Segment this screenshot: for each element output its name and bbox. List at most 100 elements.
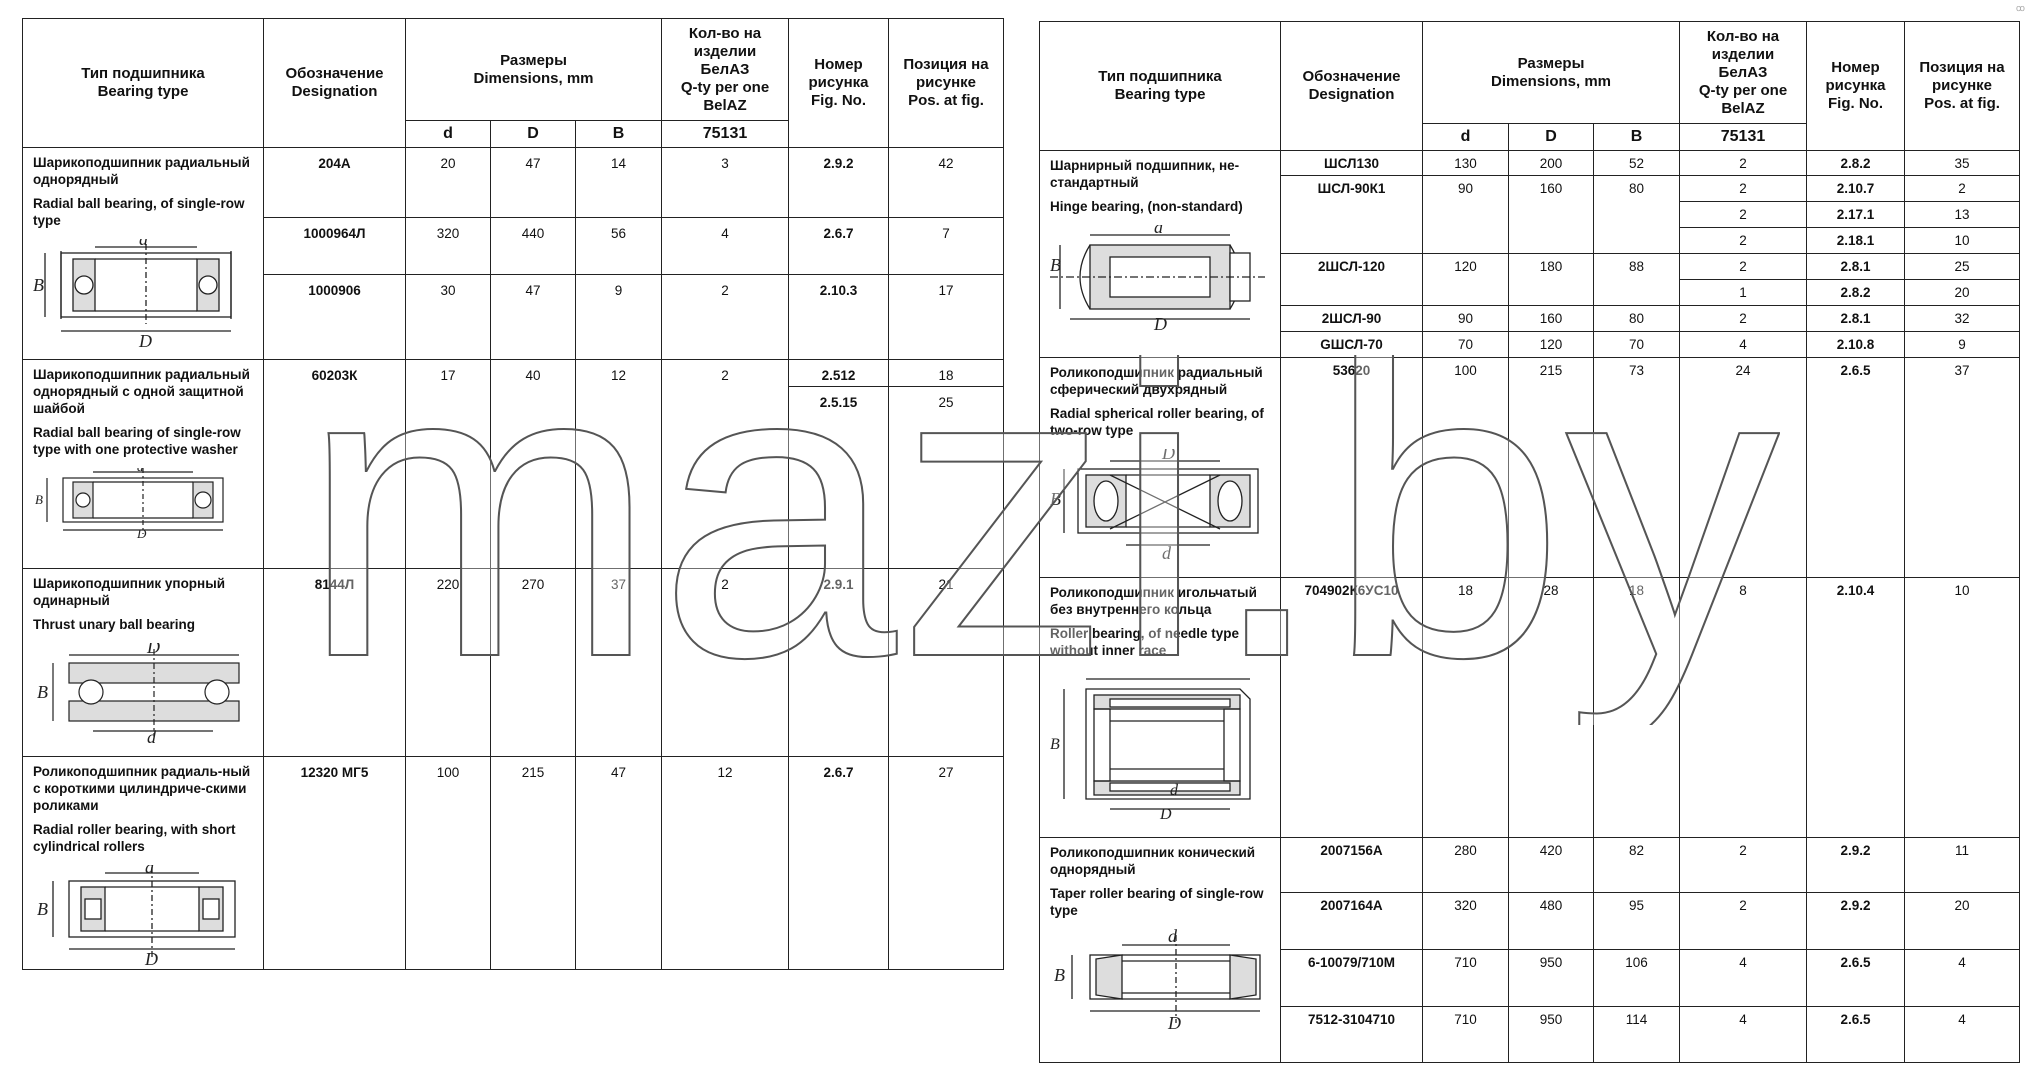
header-B: B [1593, 123, 1680, 151]
value-pos: 11 [1904, 837, 2020, 893]
value-B: 70 [1593, 331, 1680, 358]
value-qty: 4 [661, 217, 789, 275]
header-model: 75131 [661, 120, 789, 148]
bearing-table-right: Тип подшипника Bearing type Обозначение … [1039, 21, 2020, 1063]
svg-text:D: D [1167, 1013, 1181, 1033]
value-B: 106 [1593, 949, 1680, 1007]
svg-text:B: B [37, 682, 48, 702]
value-B: 12 [575, 359, 662, 569]
value-D: 480 [1508, 892, 1594, 950]
value-qty: 2 [1679, 837, 1807, 893]
value-D: 215 [1508, 357, 1594, 578]
svg-text:D: D [1153, 314, 1167, 330]
value-d: 90 [1422, 305, 1509, 332]
value-fig: 2.17.1 [1806, 201, 1905, 228]
value-fig: 2.8.1 [1806, 305, 1905, 332]
designation: 704902К6УС10 [1280, 577, 1423, 838]
header-qty: Кол-во на изделии БелАЗ Q-ty per one Bel… [1679, 21, 1807, 124]
value-pos: 4 [1904, 1006, 2020, 1063]
svg-text:D: D [144, 949, 158, 965]
svg-text:B: B [33, 275, 44, 295]
value-qty: 2 [1679, 253, 1807, 280]
value-d: 320 [1422, 892, 1509, 950]
value-d: 710 [1422, 1006, 1509, 1063]
svg-text:B: B [35, 492, 43, 507]
value-qty: 2 [1679, 892, 1807, 950]
type-ru: Роликоподшипник конический однорядный [1050, 845, 1256, 877]
cylindrical-roller-bearing-drawing: dD B [37, 865, 236, 965]
radial-ball-bearing-drawing: dDB [33, 239, 232, 351]
value-pos: 13 [1904, 201, 2020, 228]
bearing-type-cell: Роликоподшипник игольчатый без внутренне… [1039, 577, 1281, 838]
value-qty: 2 [1679, 227, 1807, 254]
svg-text:D: D [1159, 806, 1172, 823]
value-pos: 37 [1904, 357, 2020, 578]
corner-mark: ꝏ [2015, 3, 2025, 13]
value-fig: 2.9.1 [788, 568, 889, 757]
header-type: Тип подшипника Bearing type [22, 18, 264, 148]
type-ru: Шарнирный подшипник, не-стандартный [1050, 158, 1240, 190]
value-qty: 2 [661, 568, 789, 757]
hinge-bearing-drawing: dDB [1050, 225, 1265, 330]
value-d: 130 [1422, 150, 1509, 176]
value-qty: 4 [1679, 1006, 1807, 1063]
value-pos: 10 [1904, 227, 2020, 254]
value-B: 80 [1593, 175, 1680, 254]
value-B: 18 [1593, 577, 1680, 838]
header-d: d [405, 120, 491, 148]
value-pos: 9 [1904, 331, 2020, 358]
type-en: Thrust unary ball bearing [33, 617, 196, 632]
value-fig: 2.9.2 [788, 147, 889, 218]
value-pos: 4 [1904, 949, 2020, 1007]
value-d: 20 [405, 147, 491, 218]
value-fig: 2.6.7 [788, 756, 889, 970]
value-D: 47 [490, 147, 576, 218]
value-fig: 2.8.1 [1806, 253, 1905, 280]
bearing-table-left: Тип подшипника Bearing type Обозначение … [22, 18, 1004, 970]
value-fig: 2.8.2 [1806, 150, 1905, 176]
bearing-type-cell: Шарикоподшипник радиальный однорядный Ra… [22, 147, 264, 360]
value-fig: 2.512 [788, 359, 889, 387]
value-pos: 17 [888, 274, 1004, 360]
bearing-type-cell: Шарикоподшипник упорный одинарный Thrust… [22, 568, 264, 757]
value-qty: 12 [661, 756, 789, 970]
svg-text:d: d [147, 727, 157, 743]
designation: 7512-3104710 [1280, 1006, 1423, 1063]
value-B: 9 [575, 274, 662, 360]
value-pos: 27 [888, 756, 1004, 970]
designation: 60203К [263, 359, 406, 569]
bearing-type-cell: Шарнирный подшипник, не-стандартный Hing… [1039, 150, 1281, 358]
value-D: 950 [1508, 1006, 1594, 1063]
value-d: 710 [1422, 949, 1509, 1007]
type-ru: Шарикоподшипник радиальный однорядный с … [33, 367, 250, 416]
header-type: Тип подшипника Bearing type [1039, 21, 1281, 151]
value-qty: 24 [1679, 357, 1807, 578]
designation: 2007164А [1280, 892, 1423, 950]
type-en: Radial ball bearing, of single-row type [33, 196, 245, 228]
value-qty: 8 [1679, 577, 1807, 838]
svg-text:B: B [1050, 736, 1060, 753]
value-B: 37 [575, 568, 662, 757]
designation: 8144Л [263, 568, 406, 757]
bearing-type-cell: Роликоподшипник радиальный сферический д… [1039, 357, 1281, 578]
value-qty: 2 [1679, 201, 1807, 228]
value-fig: 2.18.1 [1806, 227, 1905, 254]
svg-text:d: d [145, 865, 155, 877]
value-qty: 3 [661, 147, 789, 218]
svg-text:d: d [1170, 782, 1179, 799]
value-fig: 2.10.3 [788, 274, 889, 360]
value-pos: 2 [1904, 175, 2020, 202]
type-ru: Шарикоподшипник упорный одинарный [33, 576, 226, 608]
value-d: 17 [405, 359, 491, 569]
svg-text:B: B [37, 899, 48, 919]
value-pos: 18 [888, 359, 1004, 387]
svg-text:d: d [137, 468, 144, 474]
header-pos: Позиция на рисунке Pos. at fig. [888, 18, 1004, 148]
designation: GШСЛ-70 [1280, 331, 1423, 358]
header-D: D [1508, 123, 1594, 151]
value-D: 28 [1508, 577, 1594, 838]
value-pos: 32 [1904, 305, 2020, 332]
header-dimensions: Размеры Dimensions, mm [405, 18, 662, 121]
value-qty: 2 [1679, 305, 1807, 332]
designation: 2ШСЛ-90 [1280, 305, 1423, 332]
